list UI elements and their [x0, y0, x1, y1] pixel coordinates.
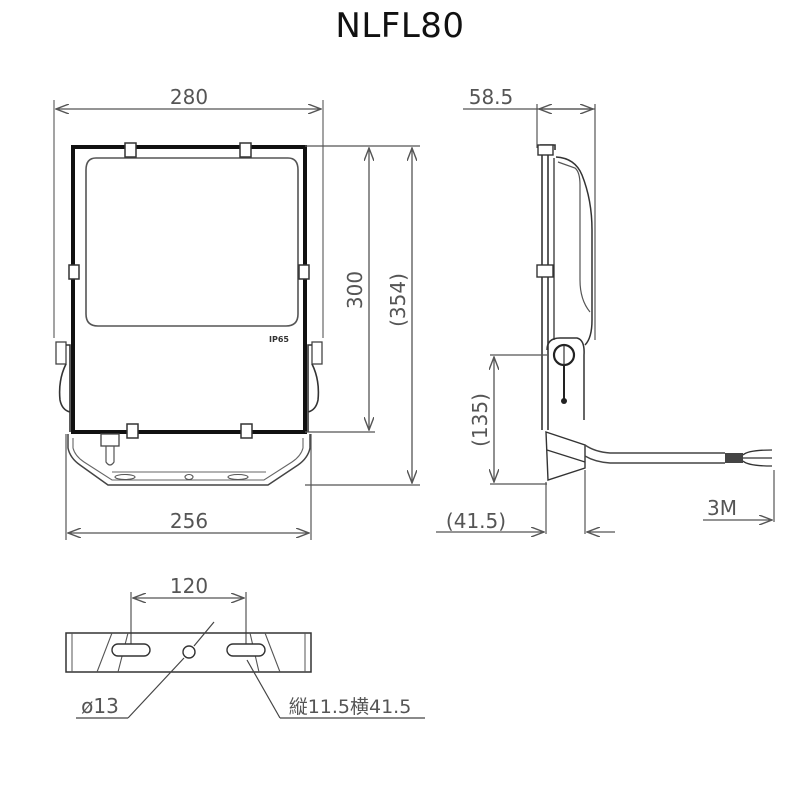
clip-icon [126, 423, 139, 439]
housing-outline [71, 145, 307, 434]
clip-icon [68, 264, 80, 280]
clip-icon [124, 142, 137, 158]
dim-120-label: 120 [170, 574, 208, 598]
mounting-slot-right [226, 643, 266, 657]
dim-256-label: 256 [170, 509, 208, 533]
wire-ends-icon [742, 449, 773, 467]
dimension-120: 120 [130, 574, 247, 645]
dimension-300: 300 [305, 145, 420, 433]
dimension-354: (354) [305, 148, 420, 486]
clip-icon [240, 423, 253, 439]
dim-300-label: 300 [343, 271, 367, 309]
dimension-58-5: 58.5 [463, 85, 596, 340]
ip-rating-label: IP65 [269, 335, 289, 344]
dim-135-label: (135) [468, 393, 492, 447]
dim-280-label: 280 [170, 85, 208, 109]
dim-354-label: (354) [386, 273, 410, 327]
u-bracket [67, 434, 311, 486]
dim-3m-label: 3M [707, 496, 737, 520]
bracket-foot [545, 431, 586, 481]
bracket-knob-right [311, 341, 323, 365]
drawing-title: NLFL80 [335, 6, 465, 46]
clip-icon [239, 142, 252, 158]
housing-profile [555, 156, 593, 346]
slot-size-label: 縦11.5横41.5 [289, 696, 412, 718]
mounting-slot-left [111, 643, 151, 657]
dimension-3m: 3M [703, 470, 775, 522]
power-cable [584, 444, 725, 454]
side-view: 58.5 (135) [436, 85, 775, 534]
dimension-41-5: (41.5) [436, 470, 615, 534]
front-view: 280 IP65 [53, 85, 420, 540]
bracket-knob-left [55, 341, 67, 365]
bracket-plate [65, 632, 312, 673]
center-hole [182, 645, 196, 659]
dim-41-5-label: (41.5) [446, 509, 506, 533]
cable-gland [100, 433, 120, 447]
bracket-view: 120 ø13 縦11.5横41.5 [65, 574, 425, 719]
dimension-135: (135) [468, 354, 547, 485]
dim-58-5-label: 58.5 [469, 85, 514, 109]
dimension-280: 280 [53, 85, 324, 338]
dimension-256: 256 [65, 434, 312, 540]
clip-icon [298, 264, 310, 280]
lens-outline [85, 157, 299, 327]
hole-diameter-label: ø13 [81, 694, 119, 718]
